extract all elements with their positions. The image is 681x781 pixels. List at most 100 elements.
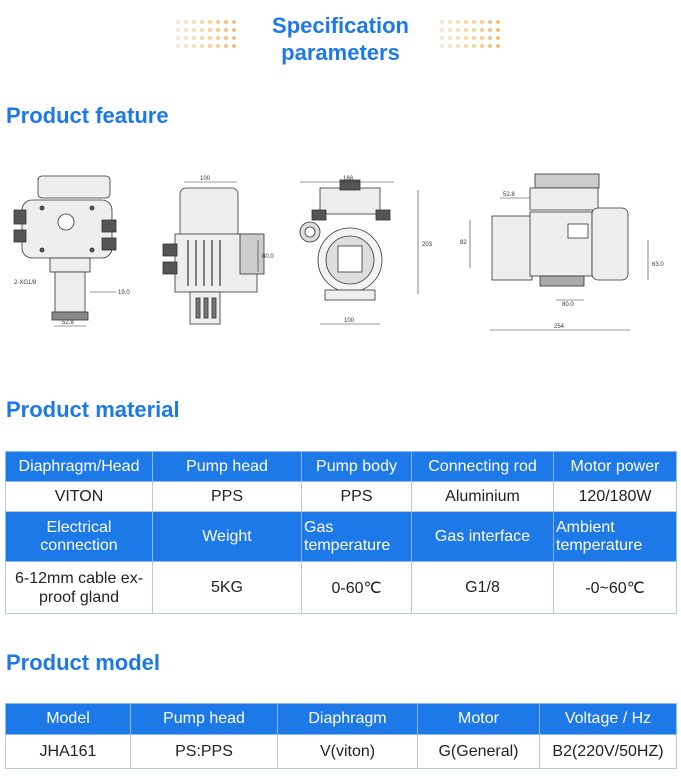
- decorative-dot: [208, 28, 212, 32]
- dim-80-side: 80.0: [262, 254, 274, 260]
- decorative-dot: [208, 44, 212, 48]
- decorative-dot: [200, 28, 204, 32]
- decorative-dots-left: [176, 20, 240, 50]
- material-value-row-1: VITON PPS PPS Aluminium 120/180W: [5, 481, 677, 512]
- decorative-dot: [232, 44, 236, 48]
- decorative-dot: [216, 44, 220, 48]
- decorative-dot: [200, 20, 204, 24]
- decorative-dot: [176, 44, 180, 48]
- header-pump-head: Pump head: [152, 451, 302, 482]
- material-header-row-2: Electrical connection Weight Gas tempera…: [5, 511, 677, 562]
- decorative-dot: [440, 28, 444, 32]
- material-value-row-2: 6-12mm cable ex-proof gland 5KG 0-60℃ G1…: [5, 561, 677, 614]
- value-connecting-rod: Aluminium: [411, 481, 554, 512]
- dim-80-bottom: 80.0: [562, 302, 574, 308]
- decorative-dot: [464, 44, 468, 48]
- dim-82: 82: [460, 240, 467, 246]
- dim-100-bottom: 100: [344, 318, 355, 324]
- decorative-dot: [456, 44, 460, 48]
- value-motor: G(General): [417, 734, 540, 769]
- header-ambient-temperature: Ambient temperature: [553, 511, 677, 562]
- value-pump-head: PPS: [152, 481, 302, 512]
- dim-19: 19.0: [118, 290, 130, 296]
- pump-side-view: [162, 187, 265, 325]
- decorative-dot: [232, 36, 236, 40]
- decorative-dot: [464, 36, 468, 40]
- decorative-dot: [216, 20, 220, 24]
- header-weight: Weight: [152, 511, 302, 562]
- decorative-dot: [464, 20, 468, 24]
- value-electrical-connection: 6-12mm cable ex-proof gland: [5, 561, 153, 614]
- product-drawing: 100 188 203 80.0 100 52.8 82 63.0 80.0 2…: [13, 173, 664, 331]
- model-table: Model Pump head Diaphragm Motor Voltage …: [5, 703, 677, 769]
- decorative-dot: [192, 20, 196, 24]
- dim-52-8-top: 52.8: [503, 192, 515, 198]
- decorative-dot: [480, 20, 484, 24]
- header-model-pump-head: Pump head: [130, 703, 278, 735]
- header-connecting-rod: Connecting rod: [411, 451, 554, 482]
- decorative-dot: [192, 36, 196, 40]
- title-line-2: parameters: [281, 40, 400, 65]
- decorative-dot: [200, 44, 204, 48]
- decorative-dot: [440, 44, 444, 48]
- material-header-row-1: Diaphragm/Head Pump head Pump body Conne…: [5, 451, 677, 482]
- value-model: JHA161: [5, 734, 131, 769]
- decorative-dot: [224, 44, 228, 48]
- decorative-dot: [496, 36, 500, 40]
- dim-63: 63.0: [652, 262, 664, 268]
- dim-188: 188: [343, 176, 354, 182]
- decorative-dot: [480, 28, 484, 32]
- value-motor-power: 120/180W: [553, 481, 677, 512]
- value-voltage-hz: B2(220V/50HZ): [539, 734, 677, 769]
- decorative-dot: [448, 36, 452, 40]
- header-electrical-connection: Electrical connection: [5, 511, 153, 562]
- decorative-dot: [224, 36, 228, 40]
- decorative-dot: [184, 36, 188, 40]
- decorative-dot: [448, 28, 452, 32]
- value-diaphragm: V(viton): [277, 734, 418, 769]
- decorative-dot: [448, 44, 452, 48]
- decorative-dot: [224, 20, 228, 24]
- decorative-dot: [496, 44, 500, 48]
- decorative-dot: [216, 28, 220, 32]
- pump-front-view: [13, 175, 117, 321]
- dim-100-top: 100: [200, 176, 211, 182]
- decorative-dot: [192, 28, 196, 32]
- decorative-dot: [448, 20, 452, 24]
- dim-203: 203: [422, 242, 433, 248]
- model-header-row: Model Pump head Diaphragm Motor Voltage …: [5, 703, 677, 735]
- page-title: Specification parameters: [0, 12, 681, 66]
- decorative-dot: [472, 20, 476, 24]
- decorative-dot: [200, 36, 204, 40]
- value-gas-interface: G1/8: [411, 561, 554, 614]
- value-model-pump-head: PS:PPS: [130, 734, 278, 769]
- decorative-dot: [472, 28, 476, 32]
- decorative-dot: [480, 44, 484, 48]
- section-title-model: Product model: [6, 650, 161, 675]
- dim-52-8-bottom: 52.8: [62, 320, 74, 326]
- section-title-feature: Product feature: [6, 103, 169, 128]
- decorative-dot: [208, 20, 212, 24]
- decorative-dot: [184, 20, 188, 24]
- decorative-dot: [184, 28, 188, 32]
- decorative-dot: [440, 20, 444, 24]
- decorative-dot: [488, 28, 492, 32]
- value-pump-body: PPS: [301, 481, 412, 512]
- pump-top-view: [491, 173, 629, 287]
- decorative-dot: [208, 36, 212, 40]
- section-title-material: Product material: [6, 397, 180, 422]
- value-weight: 5KG: [152, 561, 302, 614]
- port-label: 2-XG1/8: [14, 280, 37, 286]
- dim-254: 254: [554, 324, 565, 330]
- header-model: Model: [5, 703, 131, 735]
- decorative-dot: [232, 28, 236, 32]
- decorative-dot: [456, 36, 460, 40]
- value-gas-temperature: 0-60℃: [301, 561, 412, 614]
- decorative-dot: [480, 36, 484, 40]
- decorative-dot: [184, 44, 188, 48]
- header-voltage-hz: Voltage / Hz: [539, 703, 677, 735]
- decorative-dot: [464, 28, 468, 32]
- decorative-dot: [488, 36, 492, 40]
- decorative-dot: [232, 20, 236, 24]
- decorative-dot: [176, 28, 180, 32]
